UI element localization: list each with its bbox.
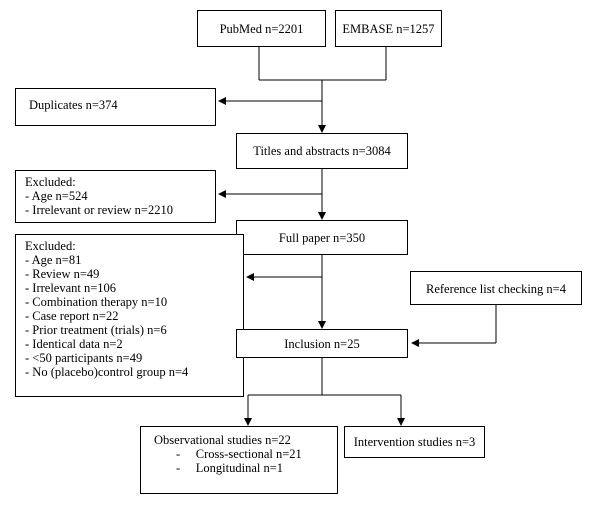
inclusion-box: Inclusion n=25	[236, 329, 408, 358]
excluded-item: - Irrelevant or review n=2210	[25, 203, 173, 217]
excluded-item: - Identical data n=2	[25, 337, 123, 351]
excluded-item: - Age n=81	[25, 253, 82, 267]
embase-label: EMBASE n=1257	[342, 22, 435, 36]
excluded-item: - Combination therapy n=10	[25, 295, 168, 309]
observational-item: - Cross-sectional n=21	[176, 447, 302, 461]
excluded-fullpaper-box: Excluded: - Age n=81 - Review n=49 - Irr…	[15, 234, 244, 397]
intervention-label: Intervention studies n=3	[353, 435, 476, 449]
excluded-item: - Review n=49	[25, 267, 100, 281]
duplicates-box: Duplicates n=374	[15, 88, 216, 126]
duplicates-label: Duplicates n=374	[29, 98, 118, 112]
excluded-item: - Irrelevant n=106	[25, 281, 117, 295]
pubmed-box: PubMed n=2201	[197, 10, 326, 47]
excluded-item: - Case report n=22	[25, 309, 119, 323]
intervention-studies-box: Intervention studies n=3	[344, 426, 485, 458]
excluded-item: - Prior treatment (trials) n=6	[25, 323, 167, 337]
reference-list-box: Reference list checking n=4	[410, 271, 582, 305]
full-paper-box: Full paper n=350	[236, 220, 408, 255]
pubmed-label: PubMed n=2201	[219, 22, 304, 36]
titles-abstracts-box: Titles and abstracts n=3084	[236, 133, 408, 169]
full-paper-label: Full paper n=350	[278, 231, 366, 245]
inclusion-label: Inclusion n=25	[284, 337, 360, 351]
excluded-heading: Excluded:	[25, 239, 76, 253]
embase-box: EMBASE n=1257	[335, 10, 442, 47]
excluded-heading: Excluded:	[25, 175, 76, 189]
excluded-titles-box: Excluded: - Age n=524 - Irrelevant or re…	[15, 170, 216, 223]
observational-item: - Longitudinal n=1	[176, 461, 284, 475]
observational-heading: Observational studies n=22	[154, 433, 291, 447]
observational-studies-box: Observational studies n=22 - Cross-secti…	[140, 426, 338, 494]
excluded-item: - Age n=524	[25, 189, 88, 203]
excluded-item: - No (placebo)control group n=4	[25, 365, 189, 379]
reference-list-label: Reference list checking n=4	[426, 282, 566, 296]
titles-abstracts-label: Titles and abstracts n=3084	[253, 144, 391, 158]
excluded-item: - <50 participants n=49	[25, 351, 143, 365]
